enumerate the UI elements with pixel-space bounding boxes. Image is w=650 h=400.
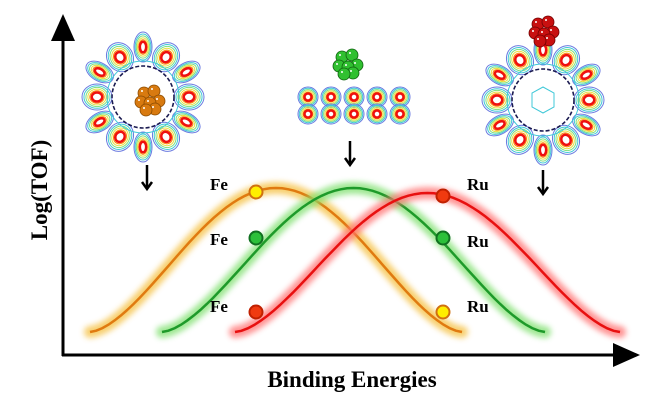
down-arrow-icon xyxy=(536,170,550,197)
graphene-orbital-contour xyxy=(297,86,411,125)
orange-curve xyxy=(89,186,463,334)
data-point xyxy=(435,188,451,204)
red-curve xyxy=(234,191,621,334)
y-axis-label: Log(TOF) xyxy=(27,140,52,241)
data-point xyxy=(248,184,264,200)
label-ru-2: Ru xyxy=(467,232,489,251)
down-arrow-icon xyxy=(343,141,357,168)
x-axis-label: Binding Energies xyxy=(267,367,436,392)
fe-cluster xyxy=(134,84,166,117)
data-point xyxy=(248,230,264,246)
green-curve xyxy=(161,186,546,334)
label-fe-2: Fe xyxy=(210,230,228,249)
ru-cluster xyxy=(528,15,560,48)
data-point xyxy=(435,304,451,320)
down-arrow-icon xyxy=(140,165,154,192)
label-fe-1: Fe xyxy=(210,175,228,194)
data-point xyxy=(435,230,451,246)
ru-orbital-contour xyxy=(481,34,605,166)
data-point xyxy=(248,304,264,320)
metal-cluster xyxy=(332,48,364,81)
label-fe-3: Fe xyxy=(210,297,228,316)
label-ru-3: Ru xyxy=(467,297,489,316)
fe-orbital-contour xyxy=(81,31,205,163)
label-ru-1: Ru xyxy=(467,175,489,194)
